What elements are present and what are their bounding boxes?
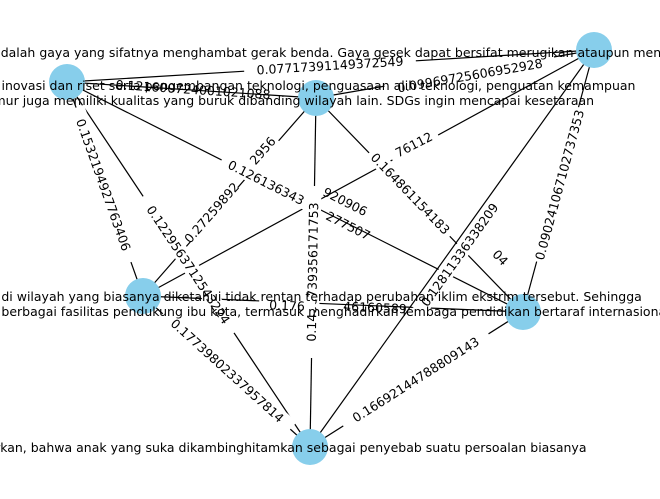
graph-node-c[interactable]	[576, 32, 612, 68]
node-label-b: uan inovasi dan riset serta pengembangan…	[0, 78, 635, 93]
node-label-d: angun di wilayah yang biasanya diketahui…	[0, 289, 642, 304]
graph-node-a[interactable]	[49, 64, 85, 100]
edge-label-7: 0.27259892	[181, 179, 242, 246]
edge-label-12: 0.176	[269, 297, 305, 313]
edge-label-14: 0.16692144788809143	[350, 334, 482, 426]
edge-label-12b: 46160589	[343, 299, 407, 317]
edges	[66, 49, 595, 448]
edge-label-9: 0.164861154183	[368, 150, 453, 238]
node-label-e: unan berbagai fasilitas pendukung ibu ko…	[0, 304, 660, 319]
nodes	[49, 32, 612, 465]
edge-label-9b: 76112	[393, 129, 435, 160]
node-labels: gesek adalah gaya yang sifatnya menghamb…	[0, 45, 660, 455]
edge-12	[309, 49, 595, 448]
edge-label-9c: 04	[489, 247, 511, 269]
node-label-f: ndengarkan, bahwa anak yang suka dikambi…	[0, 440, 587, 455]
edge-label-8: 0.1486739356171753	[304, 202, 321, 341]
graph-node-d[interactable]	[125, 278, 161, 314]
edge-10	[142, 49, 595, 297]
node-label-c: ia timur juga memiliki kualitas yang bur…	[0, 93, 594, 108]
edge-2	[66, 81, 317, 99]
edge-label-6: 0.126136343	[226, 157, 307, 208]
graph-node-f[interactable]	[292, 429, 328, 465]
edge-label-10: 0.090241067102737353	[532, 108, 587, 262]
graph-node-b[interactable]	[298, 80, 334, 116]
graph-node-e[interactable]	[505, 294, 541, 330]
node-label-a: gesek adalah gaya yang sifatnya menghamb…	[0, 45, 660, 60]
